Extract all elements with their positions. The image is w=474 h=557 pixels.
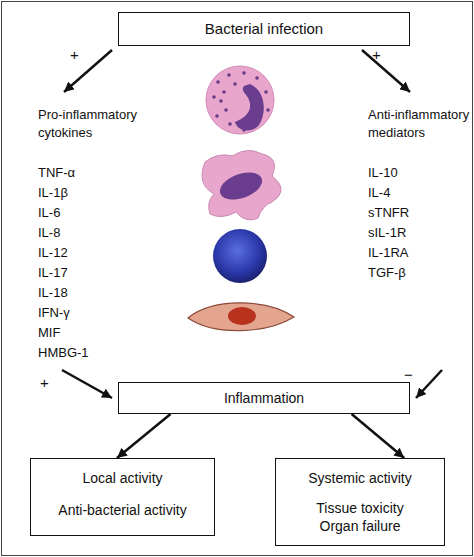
- cell-body: [206, 66, 274, 134]
- process-box: Inflammation: [118, 382, 410, 414]
- mediator-label: sIL-1R: [368, 224, 406, 242]
- box-text: Tissue toxicity: [316, 499, 403, 517]
- mediator-label: IL-1RA: [368, 244, 408, 262]
- cytokine-label: HMBG-1: [38, 344, 89, 362]
- cytokine-label: IL-8: [38, 224, 60, 242]
- cytokine-label: IL-18: [38, 284, 68, 302]
- granule: [219, 99, 223, 103]
- lymphocyte-cell: [213, 229, 267, 283]
- granule: [227, 73, 231, 77]
- arrow-connector: [117, 414, 171, 458]
- mediator-label: sTNFR: [368, 204, 409, 222]
- granule: [222, 90, 226, 94]
- sign-label: −: [404, 366, 413, 384]
- cytokine-label: IFN-γ: [38, 304, 70, 322]
- sign-label: +: [40, 374, 49, 392]
- granule: [255, 76, 259, 80]
- cell-nucleus: [235, 84, 264, 130]
- sign-label: +: [372, 46, 381, 64]
- granules: [212, 71, 270, 132]
- box-heading: Local activity: [82, 469, 162, 487]
- macrophage-cell: [202, 150, 281, 220]
- granule: [228, 122, 232, 126]
- cytokine-label: MIF: [38, 324, 60, 342]
- box-heading: Bacterial infection: [205, 20, 323, 38]
- process-box: Local activityAnti-bacterial activity: [30, 458, 215, 536]
- cell-body: [188, 303, 294, 331]
- arrow-line: [362, 50, 410, 92]
- cytokine-label: IL-6: [38, 204, 60, 222]
- granule: [264, 90, 268, 94]
- granule: [242, 71, 246, 75]
- granule: [216, 80, 220, 84]
- group-heading: Anti-inflammatory mediators: [368, 106, 472, 142]
- cytokine-label: IL-17: [38, 264, 68, 282]
- arrow-connector: [352, 414, 405, 458]
- cell-nucleus: [216, 167, 266, 205]
- process-box: Systemic activityTissue toxicityOrgan fa…: [275, 458, 445, 546]
- box-heading: Inflammation: [224, 389, 304, 407]
- cell-body: [202, 150, 281, 220]
- cytokine-label: IL-12: [38, 244, 68, 262]
- arrow-line: [62, 370, 112, 398]
- granule: [233, 82, 237, 86]
- group-heading: Pro-inflammatory cytokines: [38, 106, 156, 142]
- mediator-label: IL-4: [368, 184, 390, 202]
- granule: [215, 114, 219, 118]
- granule: [212, 95, 216, 99]
- cytokine-label: IL-1β: [38, 184, 68, 202]
- arrow-line: [416, 370, 442, 398]
- connector-layer: [117, 414, 404, 458]
- granule: [266, 108, 270, 112]
- mediator-label: TGF-β: [368, 264, 406, 282]
- granule: [224, 108, 228, 112]
- box-text: Anti-bacterial activity: [58, 501, 186, 519]
- cytokine-label: TNF-α: [38, 164, 75, 182]
- process-box: Bacterial infection: [118, 12, 410, 46]
- sign-label: +: [70, 46, 79, 64]
- endothelial-cell: [188, 303, 294, 331]
- box-heading: Systemic activity: [308, 469, 411, 487]
- box-text: Organ failure: [320, 517, 401, 535]
- mediator-label: IL-10: [368, 164, 398, 182]
- neutrophil-cell: [206, 66, 274, 134]
- cell-nucleus: [228, 307, 256, 325]
